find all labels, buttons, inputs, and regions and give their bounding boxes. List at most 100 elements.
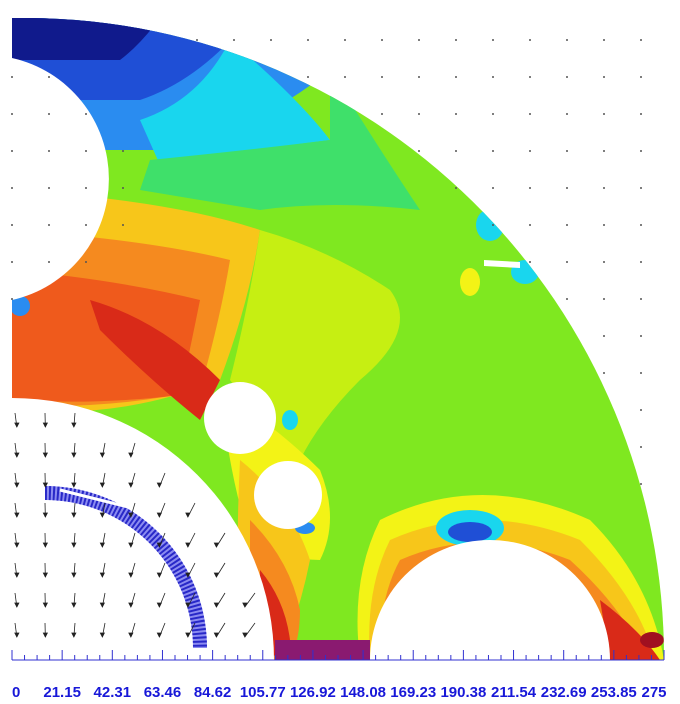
grid-dot — [122, 150, 124, 152]
grid-dot — [640, 372, 642, 374]
grid-dot — [566, 224, 568, 226]
grid-dot — [381, 76, 383, 78]
vector-arrow-head — [71, 482, 77, 488]
grid-dot — [48, 150, 50, 152]
vector-arrow-head — [42, 422, 48, 428]
axis-tick-label: 63.46 — [144, 684, 182, 701]
grid-dot — [418, 39, 420, 41]
vector-arrow-head — [213, 542, 219, 548]
vector-arrow-head — [156, 482, 162, 488]
grid-dot — [640, 261, 642, 263]
grid-dot — [11, 224, 13, 226]
vector-arrow-head — [99, 452, 105, 458]
axis-tick-label: 253.85 — [591, 684, 637, 701]
vector-arrow-head — [71, 572, 77, 578]
vector-arrow-head — [99, 632, 105, 638]
vector-arrow-head — [99, 602, 105, 608]
grid-dot — [603, 76, 605, 78]
grid-dot — [640, 150, 642, 152]
grid-dot — [455, 76, 457, 78]
axis-tick-label: 275 — [641, 684, 666, 701]
grid-dot — [85, 224, 87, 226]
grid-dot — [11, 113, 13, 115]
vector-arrow-head — [128, 542, 134, 548]
vector-arrow-head — [14, 572, 20, 578]
grid-dot — [492, 224, 494, 226]
field-vectors — [14, 412, 256, 638]
grid-dot — [85, 261, 87, 263]
grid-dot — [529, 261, 531, 263]
grid-dot — [640, 298, 642, 300]
grid-dot — [640, 76, 642, 78]
axis-tick-label: 211.54 — [491, 684, 537, 701]
grid-dot — [122, 187, 124, 189]
grid-dots — [11, 39, 642, 485]
vector-arrow-head — [42, 572, 48, 578]
grid-dot — [11, 298, 13, 300]
grid-dot — [492, 113, 494, 115]
vector-arrow-head — [42, 482, 48, 488]
grid-dot — [381, 39, 383, 41]
grid-dot — [85, 187, 87, 189]
vector-arrow-head — [14, 632, 20, 638]
vector-arrow-head — [14, 452, 20, 458]
vector-arrow-head — [156, 632, 162, 638]
grid-dot — [11, 150, 13, 152]
grid-dot — [603, 187, 605, 189]
grid-dot — [48, 187, 50, 189]
vector-arrow-head — [71, 452, 77, 458]
vector-arrow-head — [14, 422, 20, 428]
vector-arrow-head — [213, 602, 219, 608]
grid-dot — [566, 76, 568, 78]
axis-tick-label: 42.31 — [94, 684, 132, 701]
axis-tick-label: 0 — [12, 684, 20, 701]
vector-arrow-head — [185, 632, 191, 638]
grid-dot — [640, 113, 642, 115]
grid-dot — [640, 335, 642, 337]
grid-dot — [307, 39, 309, 41]
grid-dot — [640, 39, 642, 41]
grid-dot — [85, 150, 87, 152]
vector-arrow-head — [156, 602, 162, 608]
grid-dot — [11, 76, 13, 78]
vector-arrow-head — [213, 572, 219, 578]
grid-dot — [122, 224, 124, 226]
axis-tick-label: 190.38 — [440, 684, 486, 701]
grid-dot — [603, 224, 605, 226]
grid-dot — [603, 372, 605, 374]
grid-dot — [381, 113, 383, 115]
grid-dot — [48, 261, 50, 263]
grid-dot — [566, 113, 568, 115]
grid-dot — [11, 261, 13, 263]
grid-dot — [640, 483, 642, 485]
grid-dot — [344, 39, 346, 41]
vector-arrow-head — [213, 632, 219, 638]
vector-arrow-head — [71, 422, 77, 428]
vector-arrow — [244, 592, 256, 608]
grid-dot — [492, 76, 494, 78]
vector-arrow-head — [99, 482, 105, 488]
grid-dot — [603, 335, 605, 337]
vector-arrow-head — [185, 542, 191, 548]
grid-dot — [455, 150, 457, 152]
axis-tick-label: 232.69 — [541, 684, 587, 701]
vector-arrow-head — [128, 572, 134, 578]
grid-dot — [418, 76, 420, 78]
vector-arrow-head — [71, 542, 77, 548]
grid-dot — [640, 224, 642, 226]
vector-arrow-head — [156, 572, 162, 578]
grid-dot — [640, 446, 642, 448]
grid-dot — [529, 187, 531, 189]
axis-tick-label: 105.77 — [240, 684, 286, 701]
vector-arrow-head — [71, 602, 77, 608]
vector-arrow-head — [128, 482, 134, 488]
grid-dot — [566, 150, 568, 152]
vector-arrow-head — [128, 602, 134, 608]
vector-arrow-head — [71, 512, 77, 518]
grid-dot — [492, 187, 494, 189]
hole-small-lower — [254, 461, 322, 529]
grid-dot — [455, 113, 457, 115]
vector-arrow-head — [14, 512, 20, 518]
